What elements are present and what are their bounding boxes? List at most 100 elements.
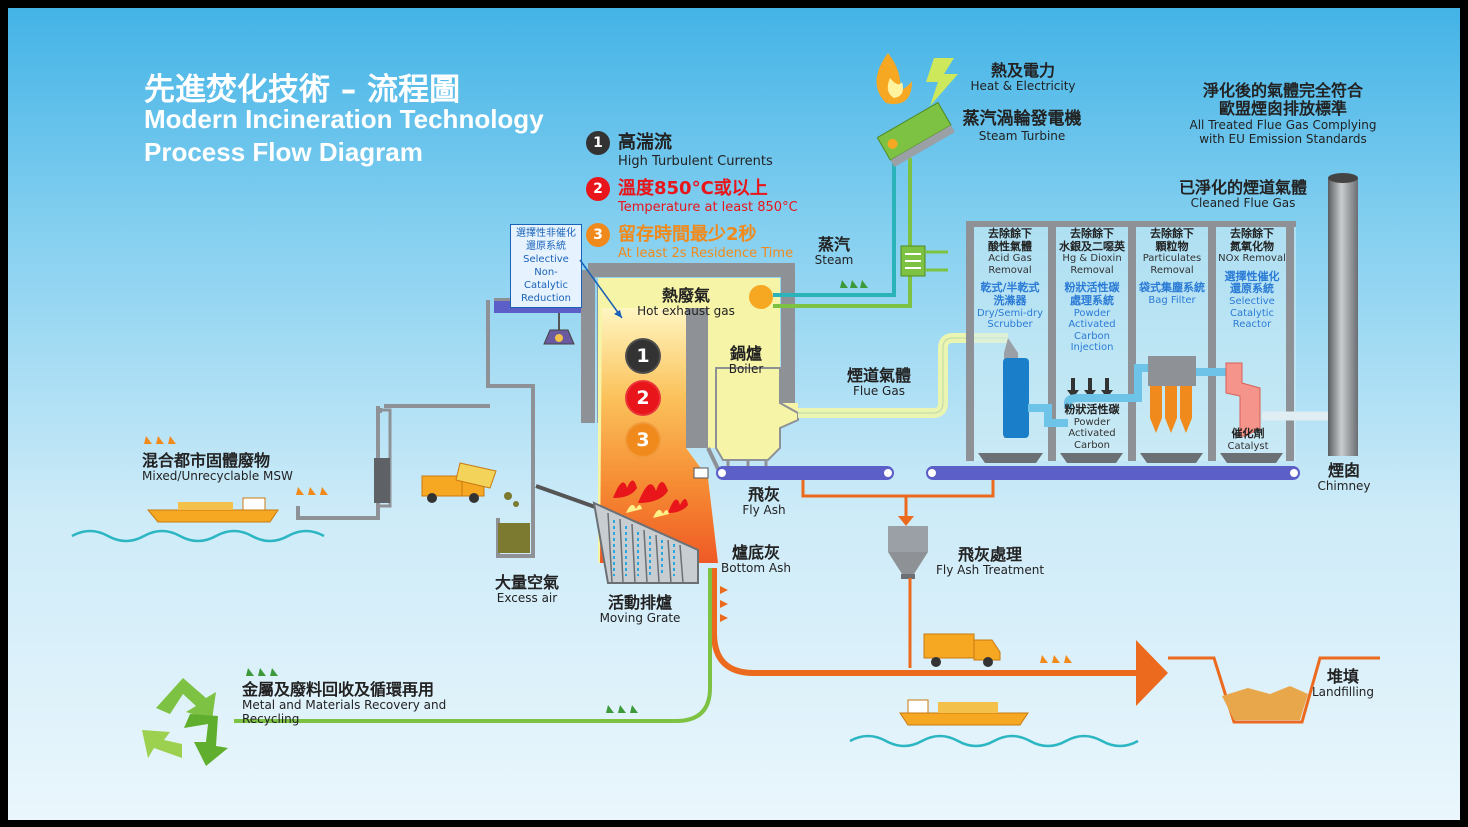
unit-title-en: Removal (988, 264, 1032, 276)
bag-filter-icon (1148, 356, 1196, 433)
sncr-line: 還原系統 (526, 241, 566, 252)
unit-title-zh: 去除餘下 (988, 227, 1032, 240)
legend-zh: 留存時間最少2秒 (618, 224, 757, 245)
boiler-hopper (715, 367, 799, 461)
scrubber-icon (1003, 338, 1068, 438)
legend-number: 2 (586, 177, 610, 201)
title-en-line2: Process Flow Diagram (144, 137, 423, 167)
chevron-arrows (144, 436, 1072, 663)
recycling-line (234, 568, 712, 723)
unit-system-zh: 乾式/半乾式 (980, 281, 1040, 295)
furnace-marker-2: 2 (625, 380, 661, 416)
electricity-icon (926, 58, 958, 106)
unit-system-en: Catalytic (1229, 307, 1275, 319)
unit-system-zh: 處理系統 (1070, 293, 1114, 307)
fly-ash-silo-icon (888, 526, 928, 579)
waste-truck-icon (421, 462, 519, 507)
barge-icon-bottom (899, 699, 1029, 726)
process-flow-artwork (71, 53, 1380, 766)
unit-title-en: Hg & Dioxin (1062, 253, 1122, 265)
unit-title-zh: 酸性氣體 (988, 239, 1032, 253)
ash-truck-icon (923, 633, 1001, 667)
steam-pipe (773, 158, 896, 297)
boiler-divider (686, 308, 708, 448)
unit-title-en: Acid Gas (988, 253, 1032, 265)
treated-gas-label: 淨化後的氣體完全符合 歐盟煙囪排放標準 All Treated Flue Gas… (1189, 81, 1377, 146)
legend-zh: 高湍流 (618, 132, 672, 153)
unit-title-zh: 去除餘下 (1070, 227, 1114, 240)
unit-system-zh: 洗滌器 (993, 293, 1027, 307)
furnace-wall (581, 263, 795, 423)
unit-title-en: Removal (1070, 264, 1114, 276)
title-zh: 先進焚化技術 – 流程圖 (144, 72, 461, 108)
chimney-icon (1328, 173, 1358, 456)
legend-number: 1 (586, 131, 610, 155)
sncr-pointer-arrow (579, 259, 623, 319)
legend-zh: 溫度850°C或以上 (618, 178, 768, 199)
unit-system-en: Powder (1073, 307, 1111, 319)
pillar (374, 458, 390, 503)
sncr-line: Non-Catalytic (523, 267, 569, 291)
recycle-icon (142, 678, 228, 766)
flames-icon (613, 480, 688, 518)
unit-system-en: Scrubber (987, 319, 1033, 331)
unit-system-zh: 粉狀活性碳 (1064, 281, 1120, 295)
moving-grate (592, 501, 699, 584)
unit-title-zh: 去除餘下 (1150, 227, 1194, 240)
sncr-line: Selective (523, 254, 569, 265)
sncr-line: 選擇性非催化 (516, 228, 576, 239)
unit-system-en: Injection (1070, 342, 1114, 354)
unit-system-en: Activated (1068, 319, 1116, 331)
unit-title-en: NOx Removal (1218, 253, 1286, 265)
legend-number: 3 (586, 223, 610, 247)
bottom-ash-line (711, 568, 1138, 676)
unit-system-zh: 還原系統 (1230, 282, 1274, 296)
legend-en: Temperature at least 850°C (618, 200, 798, 215)
pac-injection-arrows (1067, 378, 1113, 398)
unit-title-zh: 去除餘下 (1230, 227, 1274, 240)
fly-ash-line (801, 480, 995, 518)
unit-title-zh: 氮氧化物 (1230, 239, 1274, 253)
waste-pile (498, 523, 530, 553)
unit-system-zh: 袋式集塵系統 (1139, 281, 1205, 295)
unit-system-en: Reactor (1232, 319, 1272, 331)
fly-ash-conveyor (716, 466, 1300, 480)
furnace-marker-1: 1 (625, 338, 661, 374)
unit-title-en: Particulates (1142, 253, 1202, 265)
heat-exchanger-icon (900, 245, 948, 277)
steam-turbine-icon (876, 101, 955, 168)
scr-reactor-icon (1225, 362, 1261, 437)
unit-system-en: Bag Filter (1148, 294, 1196, 306)
water-wave-right (849, 734, 1139, 748)
unit-title-zh: 顆粒物 (1155, 239, 1189, 253)
condensate-pipe (773, 158, 912, 308)
unit-title-en: Removal (1150, 264, 1194, 276)
sncr-line: Reduction (521, 293, 571, 304)
legend-en: At least 2s Residence Time (618, 246, 794, 261)
landfill-arrow (1136, 640, 1168, 706)
diagram-canvas: 先進焚化技術 – 流程圖 Modern Incineration Technol… (8, 8, 1460, 820)
